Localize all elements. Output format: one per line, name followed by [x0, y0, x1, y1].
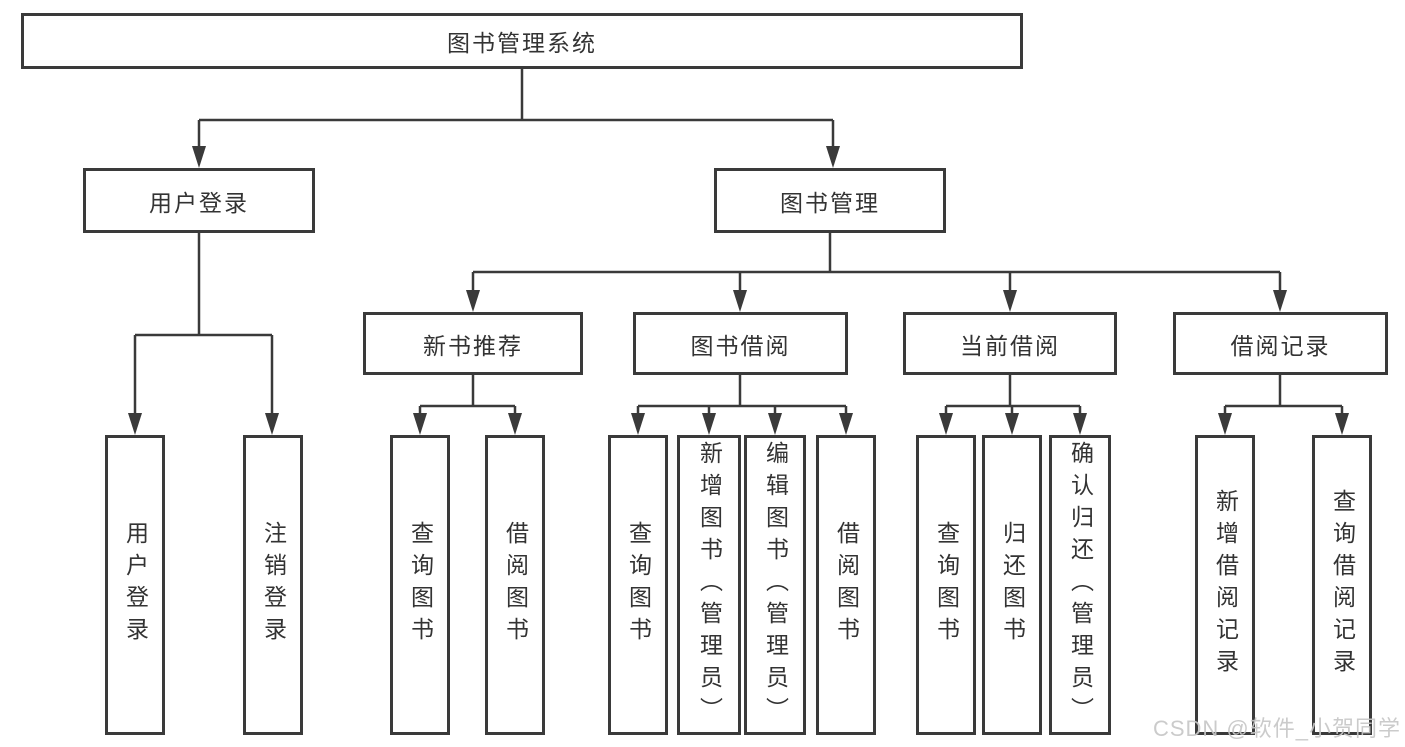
leaf-edit-book-admin-label: 编辑图书（管理员） — [762, 441, 789, 729]
leaf-edit-book-admin: 编辑图书（管理员） — [744, 435, 806, 735]
node-current-borrow-label: 当前借阅 — [960, 332, 1060, 359]
node-book-borrow: 图书借阅 — [633, 312, 848, 375]
leaf-return-book: 归还图书 — [982, 435, 1042, 735]
node-new-book-recommend: 新书推荐 — [363, 312, 583, 375]
leaf-query-book-new: 查询图书 — [390, 435, 450, 735]
leaf-query-borrow-record: 查询借阅记录 — [1312, 435, 1372, 735]
leaf-user-login-label: 用户登录 — [122, 521, 149, 649]
node-user-login-label: 用户登录 — [149, 189, 249, 216]
node-borrow-record-label: 借阅记录 — [1230, 332, 1331, 359]
node-new-book-recommend-label: 新书推荐 — [423, 332, 523, 359]
leaf-borrow-book-new-label: 借阅图书 — [502, 521, 529, 649]
node-root: 图书管理系统 — [21, 13, 1023, 69]
leaf-confirm-return-admin: 确认归还（管理员） — [1049, 435, 1111, 735]
node-book-borrow-label: 图书借阅 — [690, 332, 791, 359]
leaf-borrow-book-borrow-label: 借阅图书 — [833, 521, 860, 649]
leaf-query-borrow-record-label: 查询借阅记录 — [1329, 489, 1356, 681]
node-book-management: 图书管理 — [714, 168, 946, 233]
leaf-borrow-book-borrow: 借阅图书 — [816, 435, 876, 735]
leaf-confirm-return-admin-label: 确认归还（管理员） — [1067, 441, 1094, 729]
leaf-query-book-borrow: 查询图书 — [608, 435, 668, 735]
leaf-query-book-new-label: 查询图书 — [407, 521, 434, 649]
leaf-add-borrow-record-label: 新增借阅记录 — [1212, 489, 1239, 681]
node-root-label: 图书管理系统 — [447, 30, 597, 56]
leaf-logout: 注销登录 — [243, 435, 303, 735]
node-user-login: 用户登录 — [83, 168, 315, 233]
leaf-add-borrow-record: 新增借阅记录 — [1195, 435, 1255, 735]
node-book-management-label: 图书管理 — [780, 189, 880, 216]
node-current-borrow: 当前借阅 — [903, 312, 1117, 375]
leaf-user-login: 用户登录 — [105, 435, 165, 735]
leaf-query-book-current: 查询图书 — [916, 435, 976, 735]
node-borrow-record: 借阅记录 — [1173, 312, 1388, 375]
leaf-query-book-current-label: 查询图书 — [933, 521, 960, 649]
leaf-add-book-admin-label: 新增图书（管理员） — [696, 441, 723, 729]
leaf-borrow-book-new: 借阅图书 — [485, 435, 545, 735]
leaf-query-book-borrow-label: 查询图书 — [625, 521, 652, 649]
leaf-return-book-label: 归还图书 — [999, 521, 1026, 649]
watermark: CSDN @软件_小贺同学 — [1152, 716, 1401, 741]
leaf-logout-label: 注销登录 — [260, 521, 287, 649]
leaf-add-book-admin: 新增图书（管理员） — [677, 435, 741, 735]
arrowheads — [128, 146, 1349, 435]
